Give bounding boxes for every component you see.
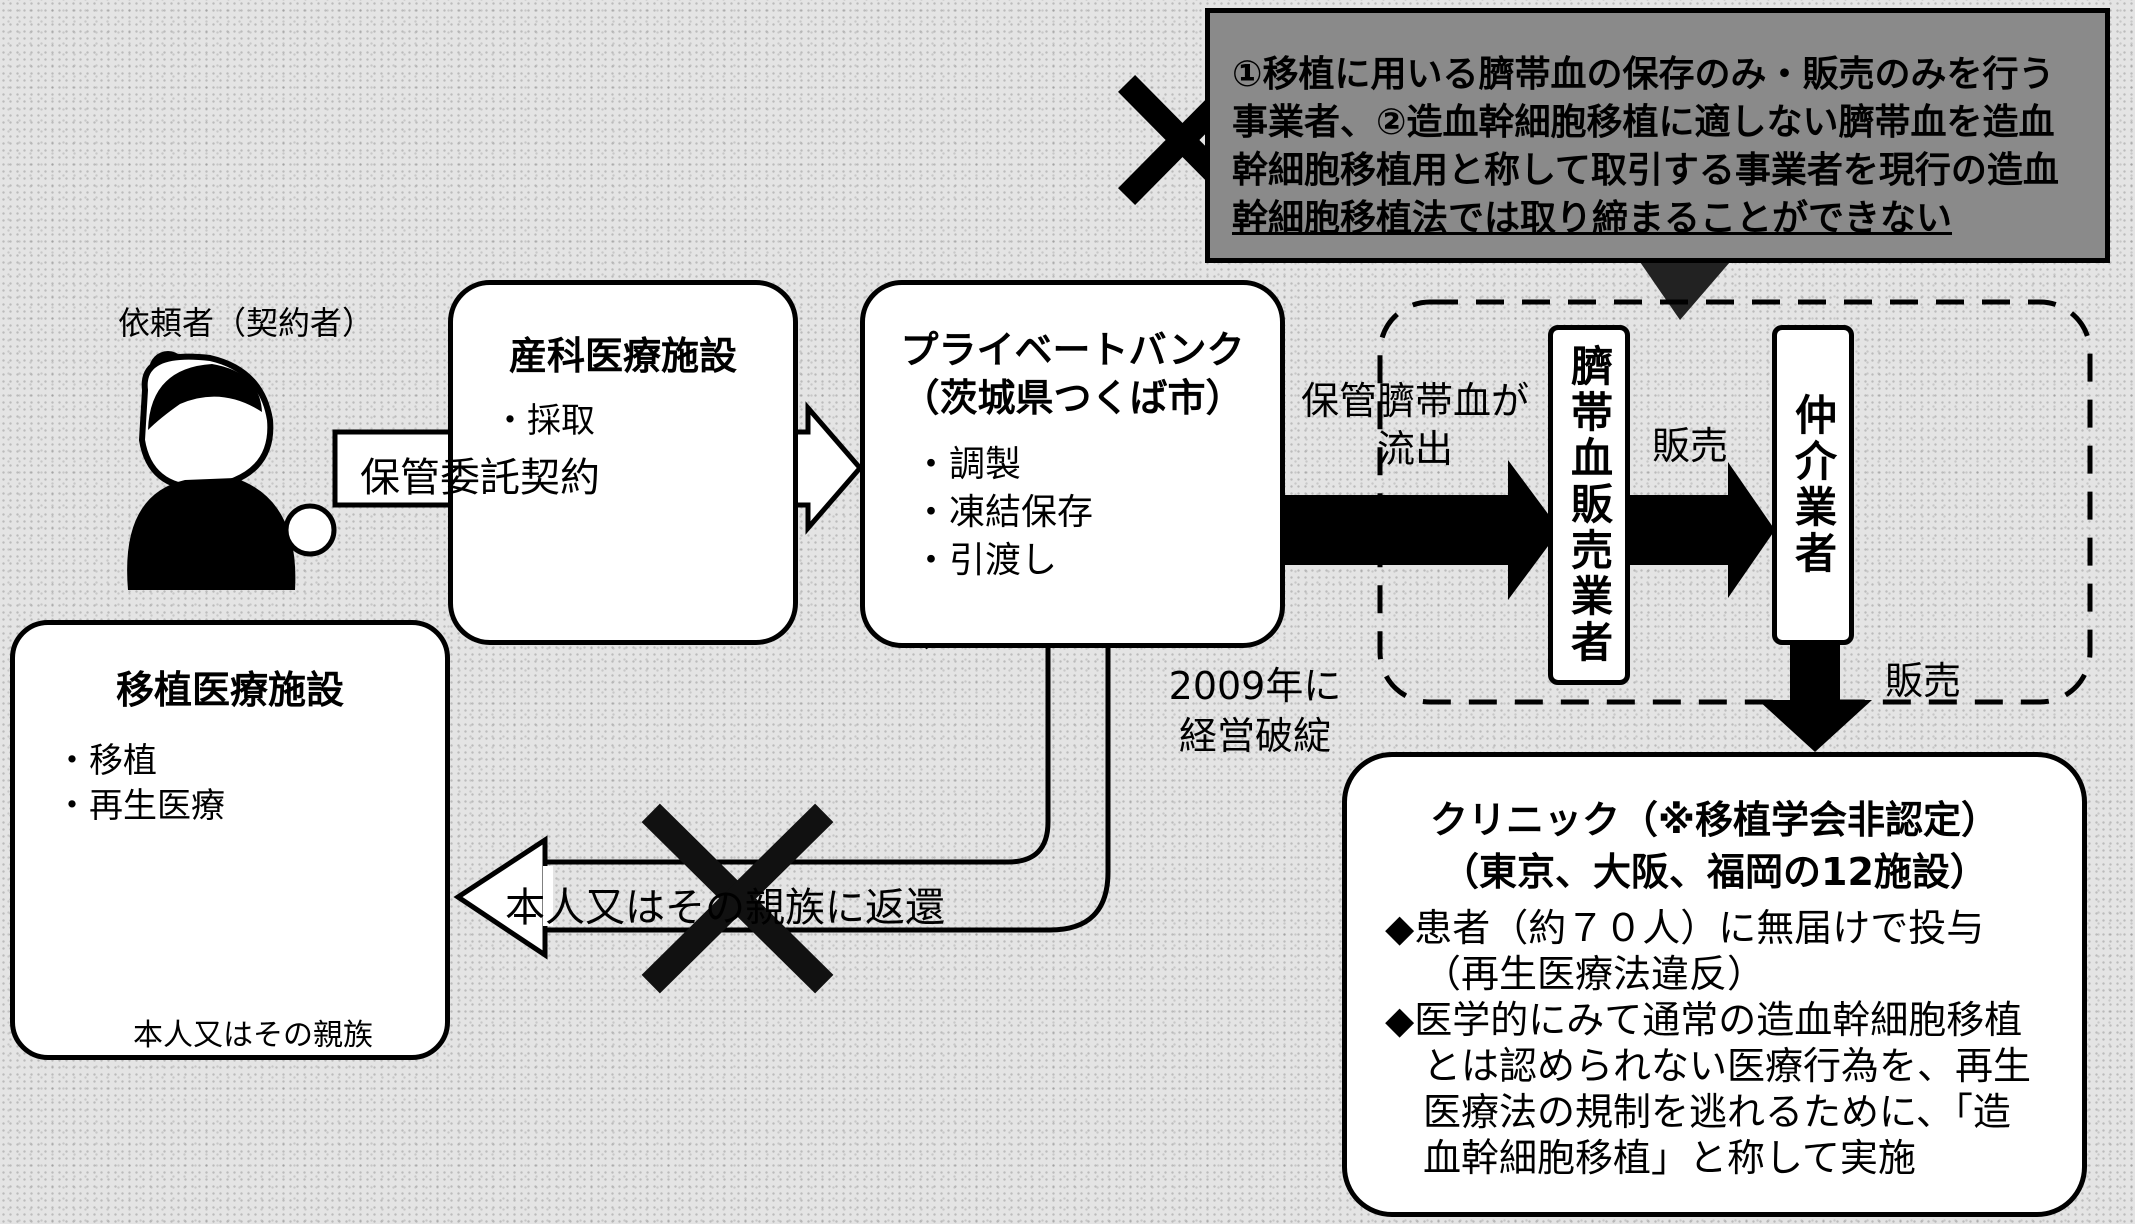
clinic-box: クリニック（※移植学会非認定） （東京、大阪、福岡の12施設） ◆患者（約７０人… [1342,752,2087,1217]
clinic-line-3: ◆医学的にみて通常の造血幹細胞移植 [1385,998,2023,1042]
private-bank-box: プライベートバンク （茨城県つくば市） ・調製 ・凍結保存 ・引渡し [860,280,1285,648]
broker-box: 仲介業者 [1772,325,1854,645]
transplant-item-1: ・移植 [55,741,157,781]
sale-label-1: 販売 [1652,424,1729,468]
bank-item-3: ・引渡し [913,540,1058,581]
obstetric-facility-box: 産科医療施設 ・採取 [448,280,798,645]
bank-item-2: ・凍結保存 [913,492,1094,533]
sale-arrow-2 [1758,640,1872,752]
transplant-item-2: ・再生医療 [55,786,225,826]
bank-item-1: ・調製 [913,444,1022,485]
note-line-1: ①移植に用いる臍帯血の保存のみ・販売のみを行う [1232,54,2055,95]
seller-label: 臍帯血販売業者 [1564,344,1614,666]
transplant-title: 移植医療施設 [115,668,344,712]
mother-figure-icon [127,351,337,590]
transplant-facility-box: 移植医療施設 ・移植 ・再生医療 本人又はその親族 [10,620,450,1060]
obstetric-item-1: ・採取 [493,401,595,441]
contract-arrow-label: 保管委託契約 [360,455,600,501]
cord-blood-seller-box: 臍帯血販売業者 [1548,325,1630,685]
bank-title-1: プライベートバンク [900,328,1245,372]
outflow-label-2: 流出 [1376,427,1453,471]
bankrupt-label-2: 経営破綻 [1178,714,1331,758]
sale-label-2: 販売 [1885,659,1962,703]
clinic-title-2: （東京、大阪、福岡の12施設） [1441,850,1988,894]
note-line-4: 幹細胞移植法では取り締まることができない [1232,198,1953,239]
return-arrow-label: 本人又はその親族に返還 [505,885,945,931]
outflow-label-1: 保管臍帯血が [1300,379,1529,423]
clinic-line-1: ◆患者（約７０人）に無届けで投与 [1385,906,1985,950]
clinic-line-5: 医療法の規制を逃れるために、「造 [1423,1090,2011,1134]
bankrupt-label-1: 2009年に [1168,664,1342,708]
clinic-title-1: クリニック（※移植学会非認定） [1430,798,1999,842]
outflow-arrow [1285,460,1560,600]
broker-label: 仲介業者 [1788,393,1838,577]
sale-arrow-1 [1625,462,1775,598]
transplant-caption: 本人又はその親族 [133,1018,373,1053]
clinic-line-2: （再生医療法違反） [1423,952,1766,996]
obstetric-title: 産科医療施設 [508,334,737,378]
clinic-line-4: とは認められない医療行為を、再生 [1423,1044,2032,1088]
note-line-3: 幹細胞移植用と称して取引する事業者を現行の造血 [1232,150,2059,191]
note-line-2: 事業者、②造血幹細胞移植に適しない臍帯血を造血 [1232,102,2055,143]
callout-tail [1640,262,1730,320]
client-label: 依頼者（契約者） [118,304,375,342]
clinic-line-6: 血幹細胞移植」と称して実施 [1423,1136,1916,1180]
bank-title-2: （茨城県つくば市） [901,376,1244,420]
note-box: ①移植に用いる臍帯血の保存のみ・販売のみを行う 事業者、②造血幹細胞移植に適しな… [1205,8,2110,263]
cross-return-icon [641,803,834,994]
